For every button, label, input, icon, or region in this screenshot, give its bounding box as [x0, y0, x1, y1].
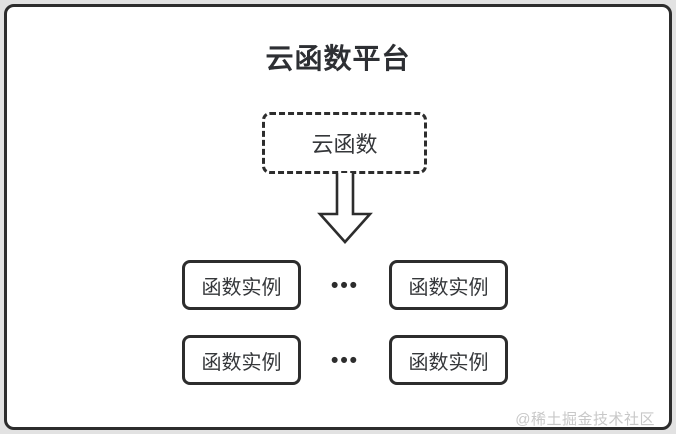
down-arrow-icon: [317, 173, 373, 244]
function-instance-label: 函数实例: [201, 276, 282, 299]
function-instance-node: 函数实例: [389, 335, 508, 385]
cloud-function-node: 云函数: [262, 112, 427, 174]
function-instance-label: 函数实例: [201, 351, 282, 374]
function-instance-label: 函数实例: [408, 276, 489, 299]
diagram-frame: 云函数平台 云函数 函数实例 ••• 函数实例 函数实例 ••• 函数实例 @稀…: [4, 4, 672, 430]
watermark: @稀土掘金技术社区: [515, 411, 655, 428]
function-instance-node: 函数实例: [182, 260, 301, 310]
function-instance-node: 函数实例: [182, 335, 301, 385]
function-instance-node: 函数实例: [389, 260, 508, 310]
diagram-title: 云函数平台: [265, 43, 411, 74]
cloud-function-label: 云函数: [311, 132, 378, 157]
function-instance-label: 函数实例: [408, 351, 489, 374]
ellipsis-icon: •••: [330, 273, 360, 297]
ellipsis-icon: •••: [330, 348, 360, 372]
